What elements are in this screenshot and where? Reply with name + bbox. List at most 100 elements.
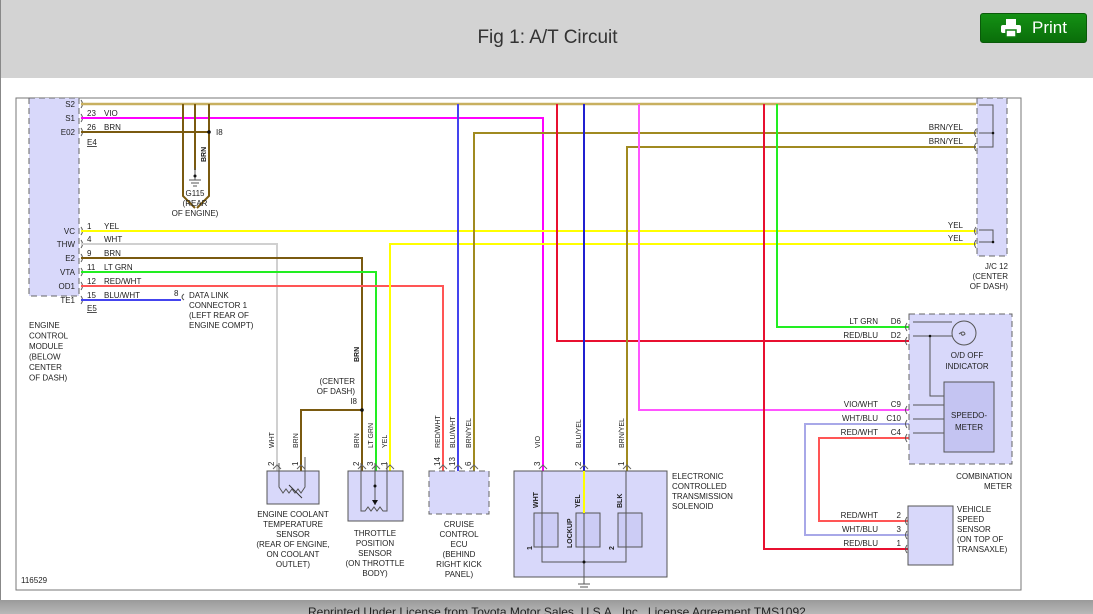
print-button[interactable]: Print <box>980 13 1087 43</box>
solenoid-inner-wire: WHT <box>533 491 540 508</box>
wire-color-label: WHT <box>104 235 122 244</box>
solenoid-coil-label: 2 <box>609 546 616 550</box>
meter-wire-color: VIO/WHT <box>844 400 878 409</box>
dlc-label-line: CONNECTOR 1 <box>189 301 248 310</box>
dlc-label-line: ENGINE COMPT) <box>189 321 254 330</box>
component-pin: 1 <box>380 461 389 466</box>
i8-id: I8 <box>350 397 357 406</box>
meter-wire-pin: D6 <box>891 317 902 326</box>
ect-label-line: TEMPERATURE <box>263 520 323 529</box>
vss-wire-color: WHT/BLU <box>842 525 878 534</box>
component-pin: 1 <box>617 461 626 466</box>
component-pin: 2 <box>352 461 361 466</box>
od-off-indicator-label: O/D OFF <box>951 351 984 360</box>
figure-id: 116529 <box>21 576 48 585</box>
ecm-label-line: ENGINE <box>29 321 60 330</box>
wire-ltgrn-d6 <box>776 104 909 328</box>
g115-label-line: G115 <box>186 189 206 198</box>
wire-color-label: RED/WHT <box>104 277 141 286</box>
solenoid-coil-label: 1 <box>527 546 534 550</box>
jc12-label-line: OF DASH) <box>970 282 1009 291</box>
jc12-connector <box>974 226 977 236</box>
component-wire-color: RED/WHT <box>435 415 442 448</box>
tps-label-line: SENSOR <box>358 549 392 558</box>
solenoid-inner-wire: BLK <box>617 494 624 508</box>
ecm-label-line: MODULE <box>29 342 63 351</box>
wire-redwht-c4 <box>818 437 909 522</box>
ecm-pin-thw: THW <box>57 240 76 249</box>
combination-meter-label-line: METER <box>984 482 1012 491</box>
vss-wire-pin: 2 <box>897 511 902 520</box>
pin-connector <box>453 464 463 470</box>
tps-label-line: THROTTLE <box>354 529 396 538</box>
g115-label-line: OF ENGINE) <box>172 209 219 218</box>
meter-wire-color: RED/WHT <box>841 428 878 437</box>
dlc-label-line: DATA LINK <box>189 291 229 300</box>
vss-wire-pin: 3 <box>897 525 902 534</box>
wire-wht-thw <box>81 243 278 471</box>
cruise-label-line: ECU <box>451 540 468 549</box>
combination-meter-label-line: COMBINATION <box>956 472 1012 481</box>
wire-pin: 23 <box>87 109 96 118</box>
ecm-pin-s2: S2 <box>65 100 75 109</box>
wire-pin: 26 <box>87 123 96 132</box>
vss-wire-pin: 1 <box>897 539 902 548</box>
pin-connector <box>579 464 589 470</box>
license-text: Reprinted Under License from Toyota Moto… <box>308 605 806 614</box>
i8-label-line: OF DASH) <box>317 387 356 396</box>
print-label: Print <box>1032 18 1067 37</box>
ecm-label-line: (BELOW <box>29 353 61 362</box>
wire-brnyel-sol <box>626 146 976 471</box>
meter-wire-color: LT GRN <box>849 317 878 326</box>
dlc-label-line: (LEFT REAR OF <box>189 311 249 320</box>
wire-redwht-od1 <box>81 285 444 471</box>
component-pin: 13 <box>448 457 457 466</box>
component-wire-color: BLU/WHT <box>450 416 457 448</box>
diagram-frame <box>15 97 1022 591</box>
ect-label-line: ENGINE COOLANT <box>257 510 329 519</box>
component-wire-color: BRN/YEL <box>619 418 626 448</box>
component-wire-color: YEL <box>382 435 389 448</box>
vss-wire-color: RED/WHT <box>841 511 878 520</box>
jc12-wire-label: YEL <box>948 234 964 243</box>
meter-wire-pin: C4 <box>891 428 902 437</box>
vss-connector <box>905 530 908 540</box>
cruise-label-line: RIGHT KICK <box>436 560 482 569</box>
vss-connector <box>905 544 908 554</box>
meter-wire-color: RED/BLU <box>843 331 878 340</box>
component-wire-color: VIO <box>535 435 542 448</box>
connector-e5: E5 <box>87 304 97 313</box>
wire-redblu-d2 <box>556 104 909 342</box>
cruise-label-line: (BEHIND <box>443 550 476 559</box>
solenoid-label-line: SOLENOID <box>672 502 714 511</box>
cruise-label-line: CRUISE <box>444 520 474 529</box>
cruise-label-line: PANEL) <box>445 570 474 579</box>
vss-label-line: VEHICLE <box>957 505 991 514</box>
wire-brnyel-cruise <box>473 132 976 471</box>
component-pin: 2 <box>574 461 583 466</box>
wire-color-label: BLU/WHT <box>104 291 140 300</box>
component-wire-color: LT GRN <box>368 423 375 448</box>
page-title: Fig 1: A/T Circuit <box>477 27 618 48</box>
jc12-connector <box>974 142 977 152</box>
g115-label-line: (REAR <box>183 199 208 208</box>
meter-wire-pin: D2 <box>891 331 902 340</box>
wire-color-label: YEL <box>104 222 120 231</box>
pin-connector <box>538 464 548 470</box>
wire-pin: 12 <box>87 277 96 286</box>
vss-wire-color: RED/BLU <box>843 539 878 548</box>
speedometer-label: METER <box>955 423 983 432</box>
jc12-connector <box>974 128 977 138</box>
wire-g115-a <box>182 104 196 209</box>
wire-vio <box>81 117 544 471</box>
wire-pin: 15 <box>87 291 96 300</box>
meter-wire-pin: C10 <box>886 414 901 423</box>
